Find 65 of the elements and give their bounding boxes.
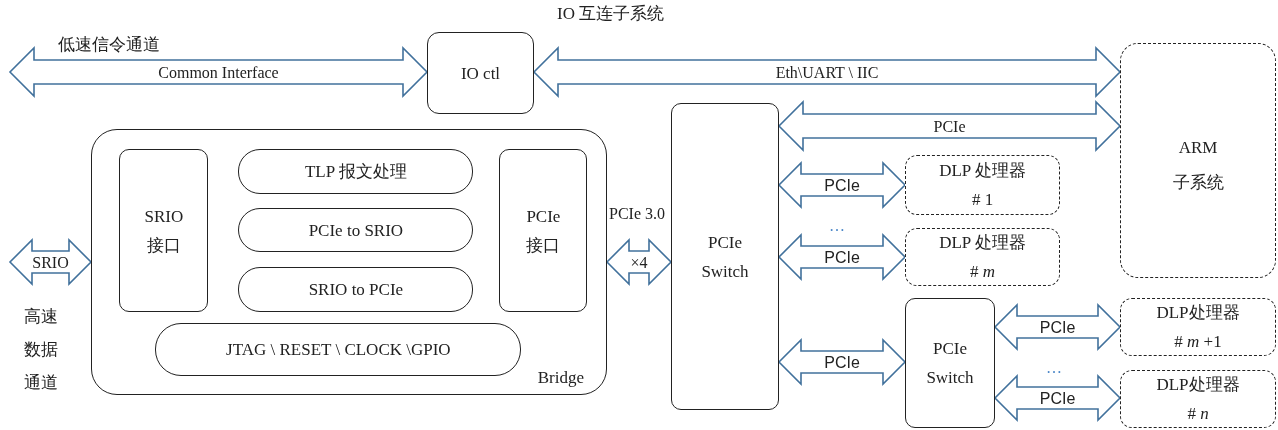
double-arrow: [777, 161, 907, 209]
edge-label: PCIe: [824, 178, 860, 194]
double-arrow: [993, 303, 1122, 351]
edge-label: PCIe: [824, 355, 860, 371]
node-label: # n: [1187, 405, 1209, 422]
dashed-box: [905, 155, 1060, 215]
dashed-box: [1120, 43, 1276, 278]
node-label: IO ctl: [460, 64, 501, 82]
node-label: Switch: [926, 369, 974, 386]
free-label: 低速信令通道: [58, 36, 160, 53]
double-arrow: [532, 46, 1122, 98]
node-label: Switch: [701, 262, 749, 280]
edge-label: Common Interface: [158, 65, 279, 81]
node-label: 子系统: [1172, 174, 1224, 191]
process-box: [238, 149, 474, 195]
node-label: DLP处理器: [1156, 376, 1240, 393]
process-box: [238, 208, 474, 253]
double-arrow: [8, 46, 429, 98]
double-arrow: [777, 233, 907, 281]
edge-label: PCIe: [1039, 391, 1076, 407]
free-label: PCIe 3.0: [609, 206, 665, 222]
node-label: DLP 处理器: [939, 234, 1026, 251]
edge-label: ×4: [630, 255, 648, 271]
node-label: # m +1: [1174, 333, 1222, 350]
node-label: JTAG \ RESET \ CLOCK \GPIO: [226, 341, 451, 359]
ellipsis-mark: …: [829, 218, 845, 234]
edge-label: PCIe: [1039, 320, 1076, 336]
process-box: [499, 149, 588, 313]
node-label: ARM: [1178, 139, 1218, 156]
process-box: [155, 323, 522, 377]
node-label: SRIO: [144, 207, 184, 225]
node-label: 接口: [146, 236, 181, 254]
free-label: IO 互连子系统: [557, 5, 665, 22]
node-label: DLP处理器: [1156, 304, 1240, 321]
process-box: [905, 298, 995, 428]
node-label: SRIO to PCIe: [308, 281, 404, 299]
double-arrow: [8, 238, 93, 286]
edge-label: Eth\UART \ IIC: [775, 65, 879, 81]
node-label: Bridge: [537, 369, 584, 386]
node-label: PCIe: [526, 207, 561, 225]
edge-label: SRIO: [32, 255, 69, 271]
node-label: 接口: [526, 236, 561, 254]
node-label: PCIe: [708, 233, 742, 251]
node-label: DLP 处理器: [939, 162, 1026, 179]
free-label: 高速数据通道: [24, 306, 59, 394]
process-box: [427, 32, 534, 114]
node-label: PCIe: [933, 340, 967, 357]
dashed-box: [905, 228, 1060, 286]
process-box: [238, 267, 474, 313]
double-arrow: [993, 374, 1122, 422]
dashed-box: [1120, 370, 1276, 428]
edge-label: PCIe: [824, 250, 860, 266]
process-box: [119, 149, 209, 313]
module-box: [91, 129, 607, 395]
double-arrow: [605, 238, 673, 286]
edge-label: PCIe: [933, 119, 966, 135]
double-arrow: [777, 100, 1122, 152]
node-label: TLP 报文处理: [304, 163, 407, 181]
dashed-box: [1120, 298, 1276, 356]
node-label: # 1: [971, 191, 994, 208]
node-label: # m: [970, 263, 995, 280]
ellipsis-mark: …: [1046, 360, 1062, 376]
double-arrow: [777, 338, 907, 386]
process-box: [671, 103, 779, 410]
node-label: PCIe to SRIO: [308, 221, 404, 239]
